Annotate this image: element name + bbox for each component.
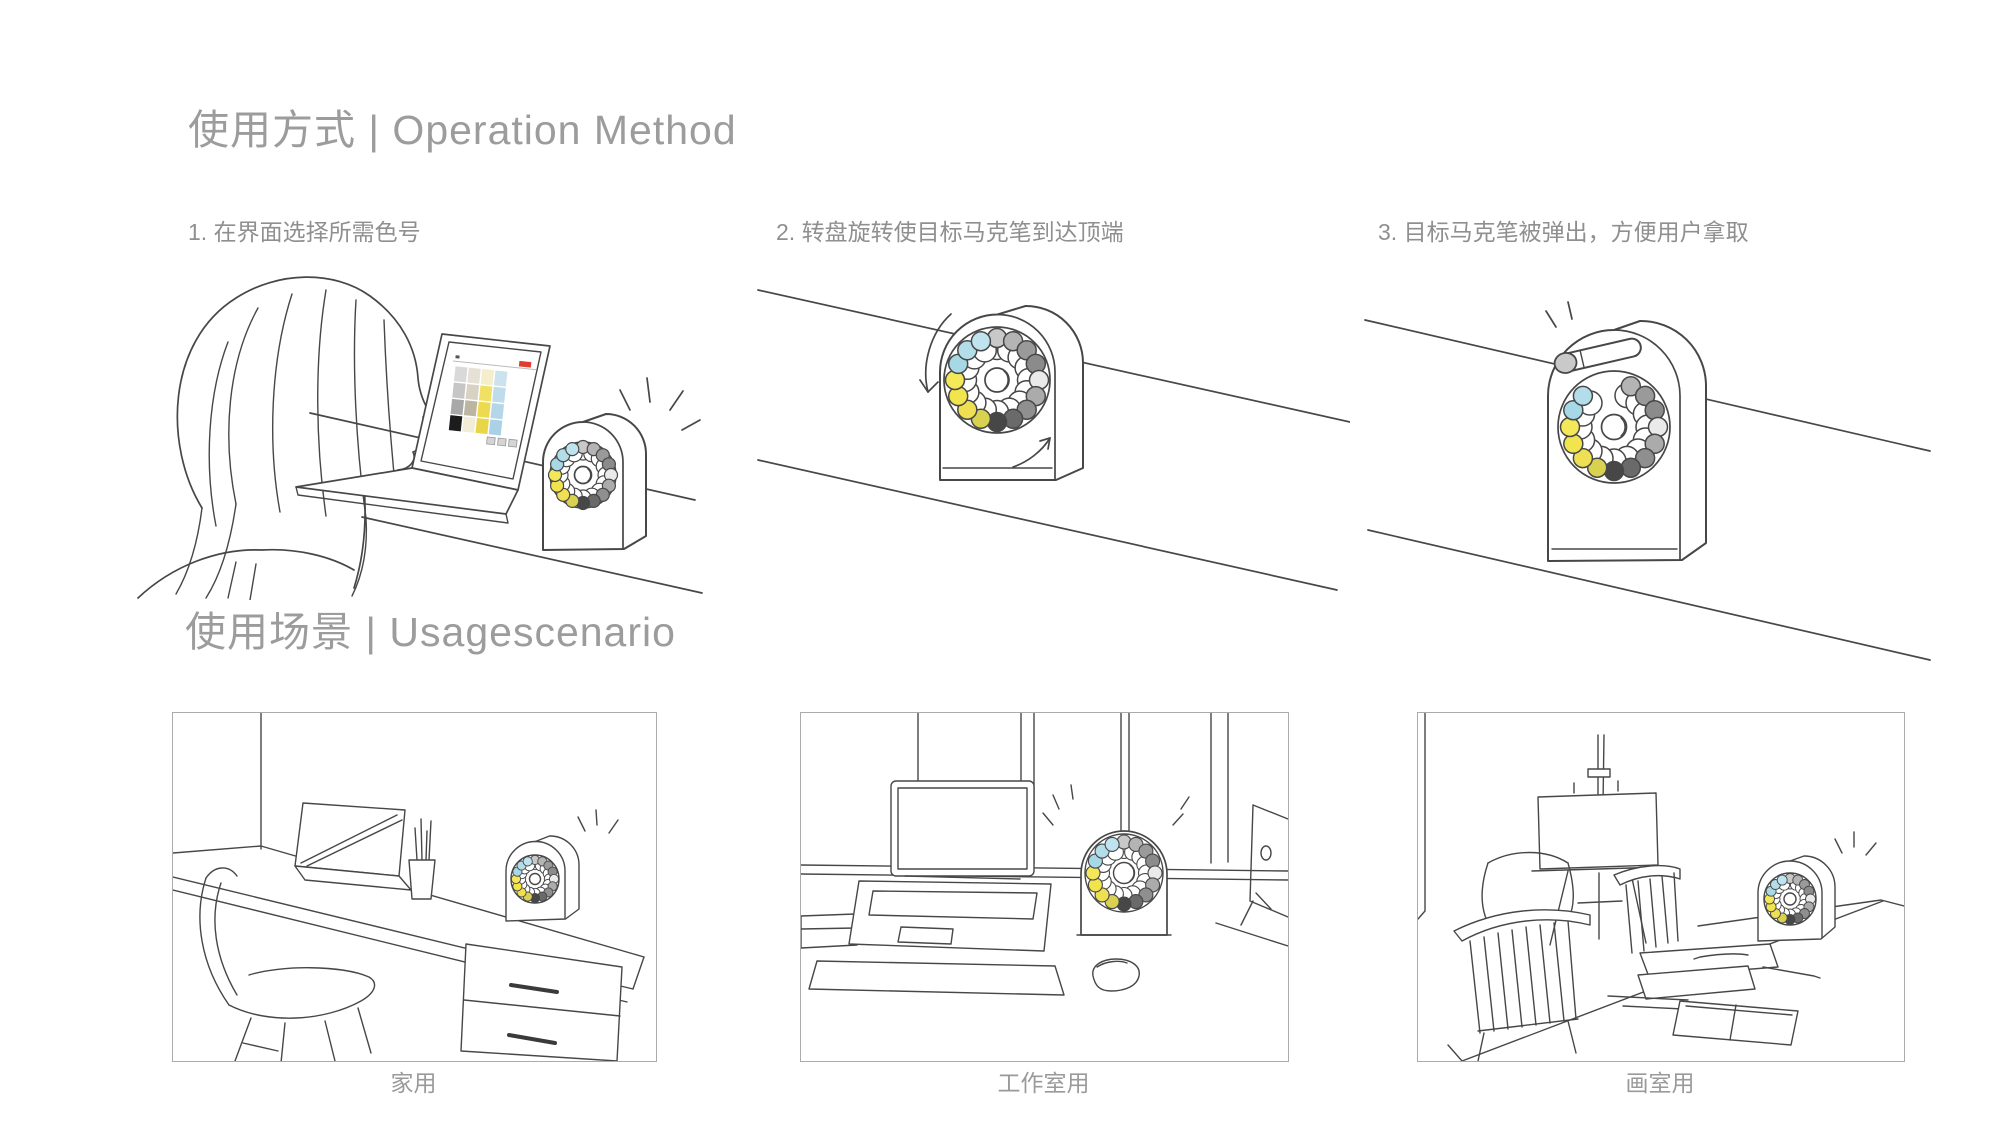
ui-red-button <box>518 360 532 368</box>
mouse-sketch <box>1092 958 1140 992</box>
marker-cap-ring <box>1764 873 1816 925</box>
scene-frame-studio <box>800 712 1289 1062</box>
marker-cap-ring <box>944 327 1050 433</box>
sparkle-lines-icon <box>619 377 701 431</box>
operation-method-title: 使用方式 | Operation Method <box>188 107 737 153</box>
sparkle-lines-icon <box>577 809 619 834</box>
marker-cap-ring <box>1559 376 1669 482</box>
laptop-sketch <box>294 802 412 891</box>
laptop-screen-ui <box>448 355 537 448</box>
marker-dispenser <box>505 835 580 922</box>
step-1-caption: 1. 在界面选择所需色号 <box>188 219 421 245</box>
illustration-step3-marker-ejected <box>1364 301 1931 661</box>
rotation-arrow-icon <box>919 313 1051 468</box>
scene-label-studio: 工作室用 <box>997 1070 1090 1096</box>
illustration-scene-studio <box>800 712 1289 996</box>
usage-scenario-title: 使用场景 | Usagescenario <box>185 609 676 655</box>
step-2-caption: 2. 转盘旋转使目标马克笔到达顶端 <box>776 219 1124 245</box>
woman-sketch <box>137 276 431 600</box>
illustration-step1-select-color <box>137 276 703 600</box>
marker-dispenser <box>542 413 647 551</box>
wall-corner-line <box>1417 712 1426 920</box>
ui-icon <box>497 437 507 447</box>
ejected-marker <box>1553 337 1642 374</box>
ui-icon <box>508 438 518 448</box>
window-sketch <box>800 712 1289 881</box>
ui-icon <box>486 436 496 446</box>
pop-lines-icon <box>1545 301 1573 328</box>
scene-label-home: 家用 <box>390 1070 437 1096</box>
desk-mat <box>808 960 1065 996</box>
scene-label-art-studio: 画室用 <box>1625 1070 1695 1096</box>
sparkle-lines-icon <box>1834 831 1877 856</box>
marker-dispenser <box>939 304 1084 481</box>
side-desk-sketch <box>800 804 1289 949</box>
chair-sketch <box>1453 851 1591 1062</box>
marker-cap-ring <box>547 439 619 511</box>
chair-sketch <box>199 867 376 1064</box>
sparkle-lines-icon <box>1042 784 1190 826</box>
marker-dispenser <box>1757 855 1836 942</box>
ui-logo-dot <box>455 355 460 359</box>
illustration-step2-rotate-dial <box>757 289 1350 591</box>
illustration-scene-home <box>172 712 645 1064</box>
marker-dispenser <box>1076 830 1172 936</box>
scene-frame-home <box>172 712 657 1064</box>
marker-cap-ring <box>510 854 560 904</box>
illustration-scene-art-studio <box>1417 712 1905 1062</box>
pen-cup-sketch <box>408 818 436 900</box>
color-swatch-grid <box>448 366 508 436</box>
step-3-caption: 3. 目标马克笔被弹出，方便用户拿取 <box>1378 219 1749 245</box>
laptop-sketch <box>848 780 1052 952</box>
marker-cap-ring <box>1085 834 1163 912</box>
scene-frame-art-studio <box>1417 712 1905 1062</box>
marker-dispenser <box>1545 301 1707 562</box>
laptop-sketch <box>295 333 551 524</box>
papers-sketch <box>1607 943 1821 1046</box>
chair-sketch-2 <box>1613 864 1681 954</box>
